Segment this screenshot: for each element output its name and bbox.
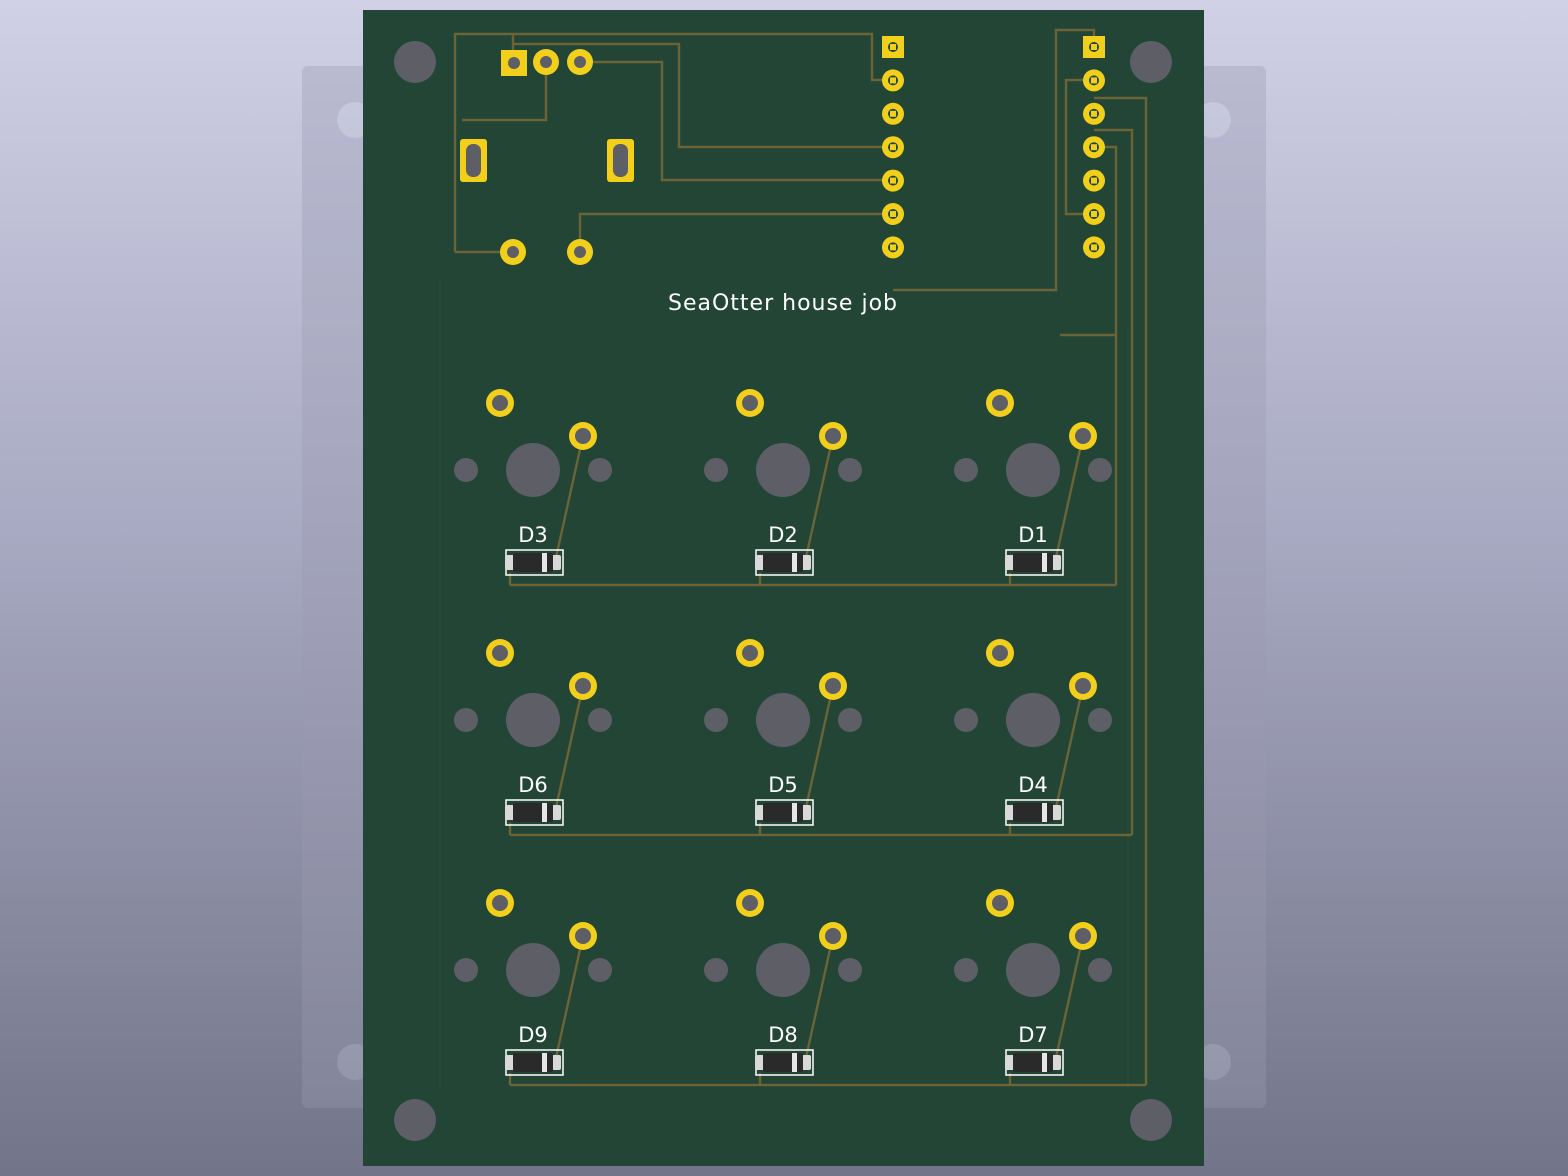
switch-peg-hole [588,458,612,482]
diode-label: D8 [768,1023,798,1047]
diode-component [755,1049,814,1076]
diode-component [505,549,564,576]
switch-peg-hole [454,708,478,732]
switch-peg-hole [838,708,862,732]
key-switch: D1 [954,389,1112,585]
switch-peg-hole [954,458,978,482]
switch-center-hole [1006,693,1060,747]
diode-component [1005,1049,1064,1076]
switch-center-hole [506,693,560,747]
switch-peg-hole [704,708,728,732]
diode-component [755,799,814,826]
diode-label: D5 [768,773,798,797]
diode-component [1005,549,1064,576]
diode-component [505,799,564,826]
mounting-hole-top-left [394,41,436,83]
switch-center-hole [1006,943,1060,997]
key-switch: D7 [954,889,1112,1085]
switch-peg-hole [1088,458,1112,482]
rotary-encoder-footprint [460,49,634,265]
mounting-holes [394,41,1172,1141]
key-switch: D6 [454,639,612,835]
switch-peg-hole [454,458,478,482]
diode-label: D7 [1018,1023,1048,1047]
diode-component [1005,799,1064,826]
switch-peg-hole [1088,708,1112,732]
key-switch: D5 [704,639,862,835]
switch-center-hole [506,443,560,497]
switch-center-hole [756,443,810,497]
mounting-hole-top-right [1130,41,1172,83]
switch-peg-hole [588,708,612,732]
pin-headers [882,36,1105,259]
diode-label: D9 [518,1023,548,1047]
key-switch: D2 [704,389,862,585]
diode-label: D4 [1018,773,1048,797]
switch-center-hole [1006,443,1060,497]
diode-component [505,1049,564,1076]
switch-peg-hole [704,958,728,982]
switch-peg-hole [1088,958,1112,982]
switch-peg-hole [954,958,978,982]
pin-header-left [882,36,904,259]
diode-component [755,549,814,576]
switch-peg-hole [454,958,478,982]
switch-center-hole [756,693,810,747]
diode-label: D6 [518,773,548,797]
mounting-hole-bottom-left [394,1099,436,1141]
switch-peg-hole [838,458,862,482]
key-switch: D8 [704,889,862,1085]
switch-peg-hole [704,458,728,482]
switch-peg-hole [838,958,862,982]
switch-peg-hole [954,708,978,732]
key-switch: D3 [454,389,612,585]
pin-header-right [1083,36,1105,259]
switch-center-hole [756,943,810,997]
mounting-hole-bottom-right [1130,1099,1172,1141]
diode-label: D3 [518,523,548,547]
diode-label: D2 [768,523,798,547]
switch-center-hole [506,943,560,997]
key-switch: D4 [954,639,1112,835]
key-switch: D9 [454,889,612,1085]
diode-label: D1 [1018,523,1048,547]
switch-peg-hole [588,958,612,982]
board-title: SeaOtter house job [668,291,898,316]
